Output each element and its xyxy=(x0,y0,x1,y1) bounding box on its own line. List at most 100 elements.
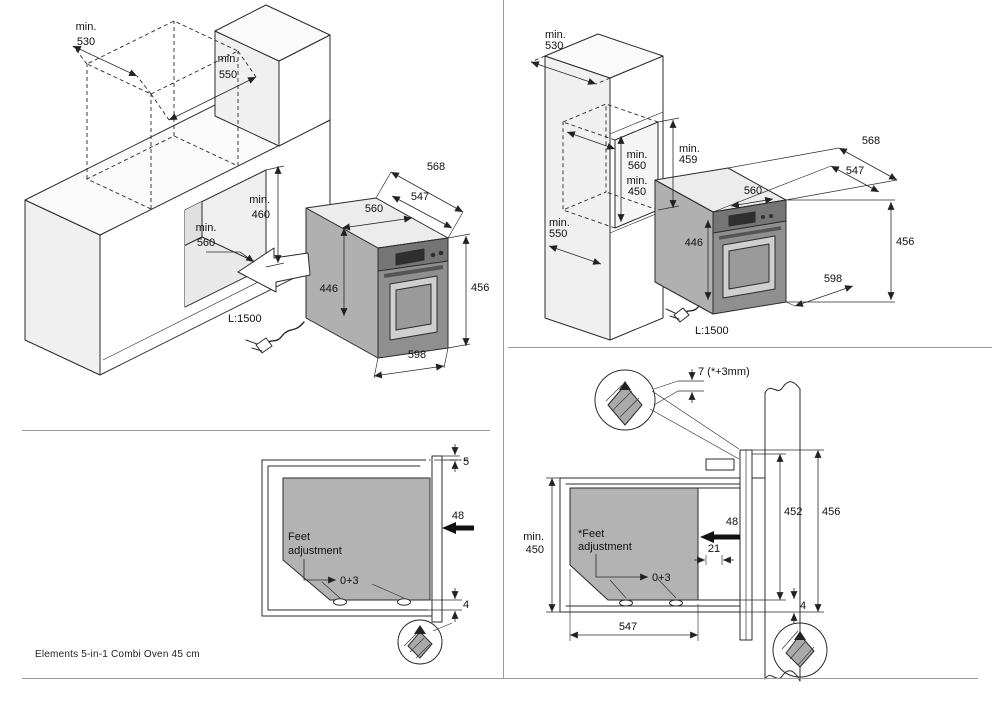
dim-547-line xyxy=(391,195,453,229)
dim-456-label: 456 xyxy=(822,506,840,518)
dim-min-530-prefix: min. xyxy=(76,21,97,33)
dim-min-530-line xyxy=(72,45,138,77)
panel-column-installation: min. 530 min. 560 min. 459 min. 450 min.… xyxy=(530,29,914,341)
oven-door-window-inner xyxy=(395,283,432,331)
power-cable xyxy=(665,305,700,323)
dim-7-label: 7 (*+3mm) xyxy=(698,366,750,378)
dimension-extension-lines xyxy=(321,455,462,632)
divider-horizontal-left xyxy=(22,430,490,431)
oven-door-section xyxy=(431,455,443,623)
feet-adjustment-label-line1: *Feet xyxy=(578,528,604,540)
panel-counter-installation: min. 530 min. 550 min. 460 min. 560 568 … xyxy=(24,4,489,379)
panel-section-column: 7 (*+3mm) min. 450 *Feet adjustment 0+3 … xyxy=(523,366,840,682)
dim-547-label: 547 xyxy=(411,191,429,203)
detail-arrow-wedge xyxy=(414,625,426,634)
detail-hatched-block xyxy=(607,384,643,426)
hatch-lines xyxy=(781,630,815,666)
dim-min-560-value: 560 xyxy=(628,160,646,172)
cabinet-left-face xyxy=(544,55,611,341)
feet-adjustment-leader-arrow xyxy=(303,559,336,584)
dim-547-label: 547 xyxy=(846,165,864,177)
dim-min-560-line xyxy=(566,131,616,150)
dim-min-450-value: 450 xyxy=(628,186,646,198)
dim-min-459-prefix: min. xyxy=(679,143,700,155)
dim-598-label: 598 xyxy=(408,349,426,361)
magnifier-circle xyxy=(594,369,656,431)
dim-446-label: 446 xyxy=(685,237,703,249)
dim-4-label: 4 xyxy=(463,599,469,611)
oven-knob xyxy=(430,252,436,258)
hatch-lines xyxy=(605,384,640,418)
dim-min-550-line xyxy=(168,76,257,121)
oven-isometric xyxy=(305,197,449,359)
dim-560-label: 560 xyxy=(365,203,383,215)
tall-cabinet xyxy=(544,33,664,341)
divider-horizontal-right xyxy=(508,347,992,348)
plug-prongs xyxy=(665,308,680,320)
dim-48-bold-arrow xyxy=(700,531,740,543)
feet-adjustment-label-line2: adjustment xyxy=(578,541,632,553)
feet-adjustment-leader-arrow xyxy=(595,554,648,581)
detail-hatched-block xyxy=(407,631,433,659)
dim-min-550-value: 550 xyxy=(549,228,567,240)
dim-min-550-line xyxy=(548,245,602,265)
dim-560-line xyxy=(730,196,774,209)
divider-vertical xyxy=(503,0,504,679)
plug-prongs xyxy=(245,339,263,352)
oven-display xyxy=(728,211,756,227)
dim-min-560-value: 560 xyxy=(197,237,215,249)
feet-range-label: 0+3 xyxy=(340,575,359,587)
dim-min-550-value: 550 xyxy=(219,69,237,81)
dim-4-label: 4 xyxy=(800,600,806,612)
dim-452-label: 452 xyxy=(784,506,802,518)
door-handle-section xyxy=(705,458,735,471)
oven-section-profile xyxy=(569,487,699,601)
feet-range-label: 0+3 xyxy=(652,572,671,584)
cable-length-label: L:1500 xyxy=(695,325,729,337)
dim-min-530-prefix: min. xyxy=(545,29,566,41)
product-title: Elements 5-in-1 Combi Oven 45 cm xyxy=(35,649,200,660)
hatch-lines xyxy=(403,631,431,659)
oven-knob xyxy=(438,250,444,256)
dim-min-560-leader xyxy=(206,251,255,263)
oven-display xyxy=(395,248,425,266)
oven-knob xyxy=(761,215,765,219)
oven-foot xyxy=(619,599,633,607)
niche-hidden-edges-dashed xyxy=(530,55,659,229)
cabinet-column-panel xyxy=(764,381,801,682)
dim-48-label: 48 xyxy=(452,510,464,522)
plug-icon xyxy=(255,337,273,354)
detail-arrow-wedge xyxy=(794,631,806,640)
detail-hatched-block xyxy=(785,634,815,668)
cable-line xyxy=(265,321,305,345)
dim-min-450-value: 450 xyxy=(526,544,544,556)
power-cable xyxy=(245,321,305,354)
oven-knob xyxy=(769,214,773,218)
oven-door-handle xyxy=(718,226,782,240)
dim-547-label: 547 xyxy=(619,621,637,633)
oven-foot xyxy=(397,598,411,606)
oven-door-window-inner xyxy=(728,243,770,290)
dim-568-line xyxy=(838,147,898,181)
dim-21-label: 21 xyxy=(708,543,720,555)
oven-foot xyxy=(333,598,347,606)
detail-magnifier-bottom xyxy=(772,622,828,678)
dim-48-bold-arrow xyxy=(442,522,474,534)
oven-door-handle xyxy=(383,265,444,278)
dim-min-450-prefix: min. xyxy=(523,531,544,543)
upper-cabinet-top-face xyxy=(214,4,331,62)
dim-48-label: 48 xyxy=(726,516,738,528)
dim-568-label: 568 xyxy=(427,161,445,173)
dim-598-label: 598 xyxy=(824,273,842,285)
insertion-direction-arrow xyxy=(237,247,311,293)
feet-adjustment-label-line1: Feet xyxy=(288,531,310,543)
dim-min-530-line xyxy=(530,61,597,85)
plug-icon xyxy=(673,307,690,323)
detail-magnifier-top xyxy=(594,369,656,431)
dim-568-label: 568 xyxy=(862,135,880,147)
dim-560-label: 560 xyxy=(744,185,762,197)
dim-560-line xyxy=(341,215,413,231)
oven-foot xyxy=(669,599,683,607)
divider-bottom xyxy=(22,678,978,679)
detail-arrow-wedge xyxy=(619,381,631,390)
